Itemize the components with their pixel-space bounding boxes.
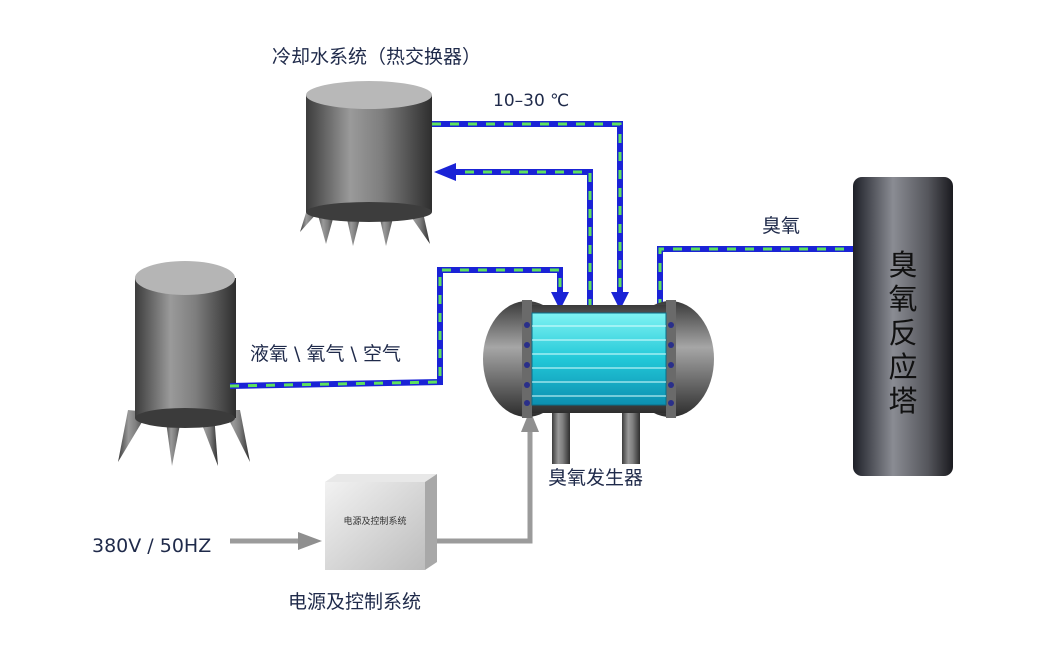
cooling-supply-pipe bbox=[432, 121, 629, 310]
ozone-generator bbox=[483, 300, 714, 464]
generator-label: 臭氧发生器 bbox=[548, 467, 643, 489]
power-control-box: 电源及控制系统 bbox=[325, 474, 437, 570]
tower-char-3: 反 bbox=[888, 316, 917, 350]
ozone-output-pipe bbox=[657, 246, 853, 308]
pipe-network bbox=[229, 121, 853, 389]
ozone-reaction-tower bbox=[853, 177, 953, 476]
temperature-label: 10–30 ℃ bbox=[493, 91, 569, 111]
box-face-label: 电源及控制系统 bbox=[343, 515, 406, 527]
tower-char-4: 应 bbox=[888, 350, 917, 384]
cooling-return-pipe bbox=[434, 163, 593, 308]
cooling-system-label: 冷却水系统（热交换器） bbox=[272, 46, 481, 68]
gas-source-label: 液氧 \ 氧气 \ 空气 bbox=[250, 343, 401, 365]
cooling-tank bbox=[300, 81, 432, 246]
gas-feed-pipe bbox=[229, 267, 569, 389]
ozone-output-label: 臭氧 bbox=[762, 215, 800, 237]
tower-char-2: 氧 bbox=[888, 282, 917, 316]
gas-source-tank bbox=[118, 261, 250, 466]
diagram-labels: 冷却水系统（热交换器） 10–30 ℃ 臭氧 液氧 \ 氧气 \ 空气 臭氧发生… bbox=[92, 46, 918, 613]
power-input-label: 380V / 50HZ bbox=[92, 535, 211, 557]
tower-char-1: 臭 bbox=[888, 248, 917, 282]
power-system-label: 电源及控制系统 bbox=[288, 591, 421, 613]
power-flow-lines bbox=[230, 410, 539, 550]
tower-char-5: 塔 bbox=[888, 384, 917, 418]
